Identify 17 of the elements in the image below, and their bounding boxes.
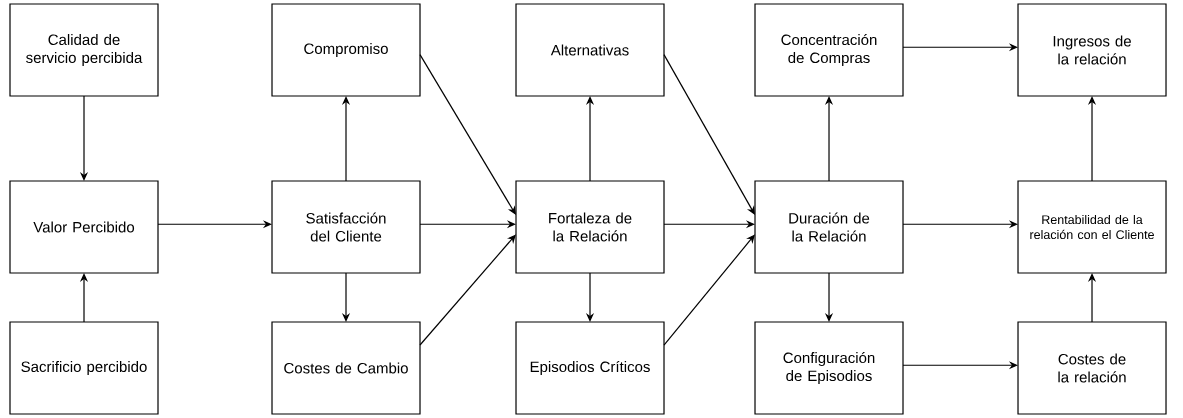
process-box: Episodios Críticos: [515, 321, 665, 415]
process-box: Ingresos de la relación: [1017, 3, 1167, 97]
process-box: Compromiso: [271, 3, 421, 97]
arrow: [663, 234, 755, 346]
process-box: Calidad de servicio percibida: [9, 3, 159, 97]
process-box: Concentración de Compras: [754, 3, 904, 97]
arrow: [419, 234, 516, 346]
process-box: Costes de Cambio: [271, 321, 421, 415]
process-box: Rentabilidad de la relación con el Cliente: [1017, 180, 1167, 274]
process-box: Configuración de Episodios: [754, 321, 904, 415]
process-box: Duración de la Relación: [754, 180, 904, 274]
process-box: Sacrificio percibido: [9, 321, 159, 415]
process-box: Valor Percibido: [9, 180, 159, 274]
process-box: Alternativas: [515, 3, 665, 97]
process-box: Satisfacción del Cliente: [271, 180, 421, 274]
process-box: Fortaleza de la Relación: [515, 180, 665, 274]
process-box: Costes de la relación: [1017, 321, 1167, 415]
